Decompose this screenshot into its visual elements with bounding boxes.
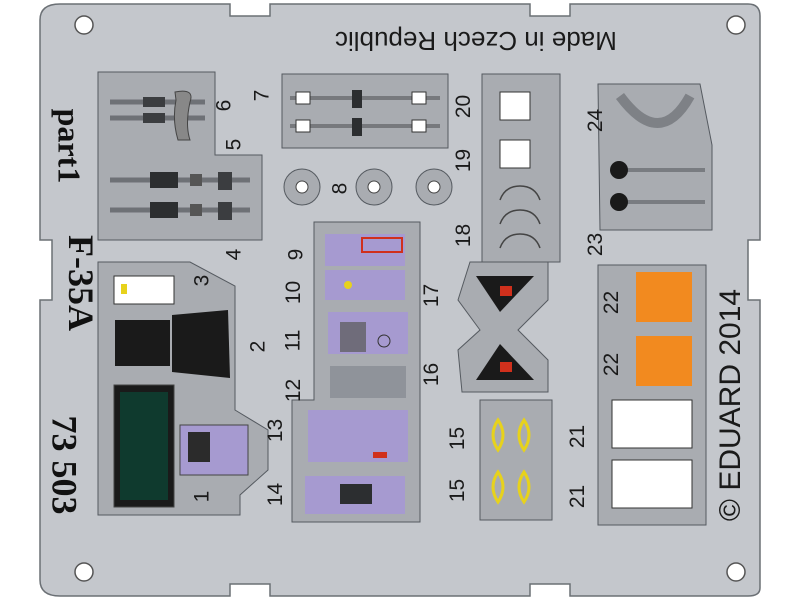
part-1-display-glass (120, 392, 168, 500)
part-9-red-box (361, 237, 403, 253)
part-23-buckle (610, 161, 628, 179)
part-number-24: 24 (584, 108, 608, 133)
part-number-12: 12 (282, 378, 306, 403)
hole-bottom-right (726, 562, 746, 582)
part-number-19: 19 (452, 148, 476, 173)
part-8-hubs (295, 180, 441, 194)
part-number-15b: 15 (446, 478, 470, 503)
part-number-4: 4 (222, 248, 246, 261)
part-7-buckle (352, 118, 362, 136)
fret-maker: © EDUARD 2014 (714, 288, 748, 522)
part-number-1: 1 (190, 490, 214, 503)
buckle (190, 174, 202, 186)
part-15-strip (479, 399, 553, 521)
part-2-screen (115, 320, 170, 366)
part-number-23: 23 (584, 232, 608, 257)
part-number-13: 13 (264, 418, 288, 443)
hole-top-left (74, 15, 94, 35)
part-number-11: 11 (281, 329, 305, 352)
hole-top-right (726, 15, 746, 35)
fret-origin: Made in Czech Republic (335, 26, 617, 56)
part-15-chains (491, 417, 531, 505)
fret-code: 73 503 (44, 415, 85, 515)
part-7-clip (295, 119, 311, 133)
part-12-panel (330, 366, 406, 398)
part-23-buckle (610, 193, 628, 211)
part-number-21a: 21 (566, 424, 590, 449)
buckle (143, 97, 165, 107)
part-number-14: 14 (264, 482, 288, 507)
part-number-10: 10 (282, 280, 306, 305)
hook (218, 172, 232, 220)
part-2-screen (172, 310, 230, 378)
part-number-3: 3 (190, 274, 214, 287)
part-number-17: 17 (420, 283, 444, 308)
part-seat-harness-4-5-6 (97, 71, 263, 241)
part-number-22b: 22 (600, 352, 624, 377)
part-7-clip (411, 119, 427, 133)
hole-bottom-left (74, 562, 94, 582)
part-number-6: 6 (212, 99, 236, 112)
buckle (143, 113, 165, 123)
part-21-white-top (611, 399, 693, 449)
buckle (190, 204, 202, 216)
fret-title: F-35A (60, 235, 101, 331)
part-number-16: 16 (420, 362, 444, 387)
part-7 (281, 73, 449, 149)
part-22-orange-top (636, 272, 692, 322)
part-number-20: 20 (452, 94, 476, 119)
part-14-inner (340, 484, 372, 504)
part-number-18: 18 (452, 223, 476, 248)
latch (173, 90, 192, 141)
part-21-white-bottom (611, 459, 693, 509)
part-13-red-lamp (373, 452, 387, 458)
part-number-5: 5 (222, 138, 246, 151)
buckle (150, 172, 178, 188)
buckle (150, 202, 178, 218)
part-13-panel (308, 410, 408, 462)
part-3-placard-mark (121, 284, 127, 294)
part-number-2: 2 (246, 340, 270, 353)
part-17-red (500, 286, 512, 296)
part-7-clip (295, 91, 311, 105)
part-20-box (499, 91, 531, 121)
part-number-7: 7 (250, 89, 274, 102)
part-18-brackets (499, 185, 541, 249)
part-24-strap (615, 92, 695, 128)
part-7-buckle (352, 90, 362, 108)
part-19-box (499, 139, 531, 169)
part-16-red (500, 362, 512, 372)
part-1-lilac-screen (188, 432, 210, 462)
part-7-clip (411, 91, 427, 105)
part-number-21b: 21 (566, 484, 590, 509)
part-23-24-harness (597, 83, 713, 231)
part-11-screen (340, 322, 366, 352)
part-10-panel (325, 270, 405, 300)
part-number-8: 8 (328, 182, 352, 195)
part-10-light (344, 281, 352, 289)
part-11-knob (377, 334, 391, 348)
part-16-17-handles (457, 261, 549, 393)
part-number-15a: 15 (446, 426, 470, 451)
part-number-9: 9 (284, 248, 308, 261)
part-number-22a: 22 (600, 290, 624, 315)
fret-part: part1 (51, 108, 88, 184)
part-22-orange-bottom (636, 336, 692, 386)
part-9-panel (325, 234, 405, 266)
